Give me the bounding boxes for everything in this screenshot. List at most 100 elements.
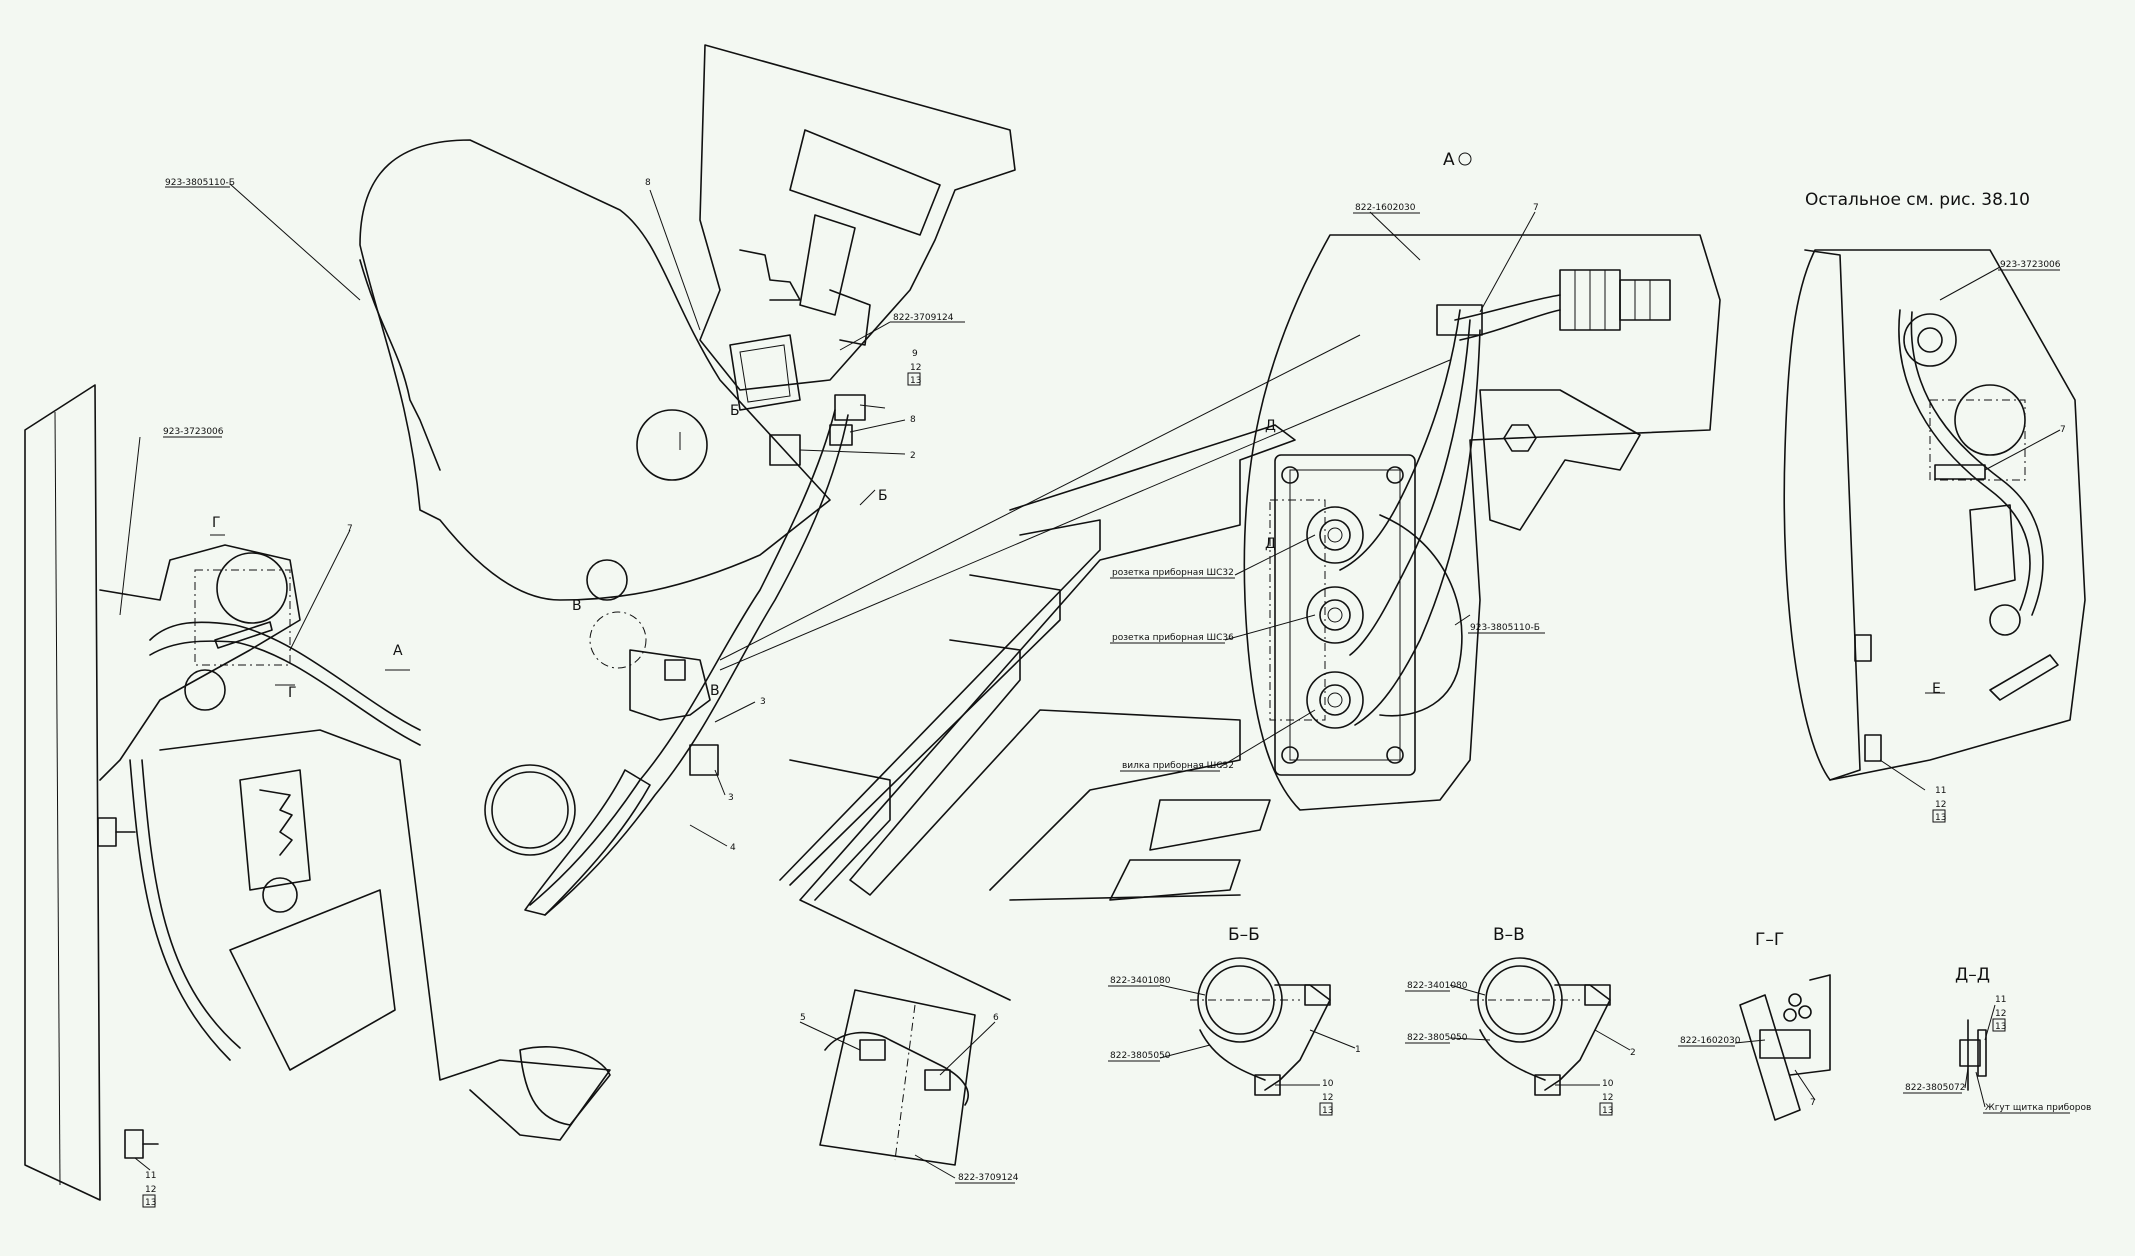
detail-56-band <box>824 1031 969 1106</box>
leader-923-3805110-top <box>229 183 361 301</box>
bolt-lower <box>124 1129 159 1159</box>
label-11-dd: 11 <box>1995 995 2006 1005</box>
harness-down-left <box>129 759 231 1061</box>
leader-5 <box>799 1021 861 1051</box>
plate-screw-tr <box>1386 466 1404 484</box>
label-7-gg: 7 <box>1810 1098 1816 1108</box>
harness-left-lower-2 <box>149 640 421 746</box>
clamp-3 <box>689 744 719 776</box>
section-vv-strap <box>1479 1029 1546 1081</box>
label-socket-shs36: розетка приборная ШС36 <box>1112 633 1234 643</box>
section-gg-wire-3 <box>1783 1008 1797 1022</box>
leader-11-dd <box>1984 1004 1996 1041</box>
label-7-viewa: 7 <box>1533 203 1539 213</box>
title-view-a: А <box>1443 150 1455 170</box>
section-vv <box>1449 957 1631 1096</box>
label-sec-g-upper: Г <box>212 515 221 531</box>
clamp-9 <box>834 394 866 421</box>
pedal-pad <box>519 1046 611 1126</box>
steering-base-inner <box>739 344 791 403</box>
right-view-outline <box>1783 249 2086 781</box>
right-view-ratchet <box>1969 504 2016 591</box>
leader-7-viewa <box>1479 211 1536 313</box>
label-12-bb: 12 <box>1322 1093 1333 1103</box>
label-2-vv: 2 <box>1630 1048 1636 1058</box>
leader-2-vv <box>1594 1029 1631 1051</box>
socket-plate <box>1274 454 1416 776</box>
label-12-right: 12 <box>1935 800 1946 810</box>
label-sec-a-left: А <box>393 643 403 659</box>
label-12-dd: 12 <box>1995 1009 2006 1019</box>
plate-screw-bl <box>1281 746 1299 764</box>
label-3: 3 <box>728 793 734 803</box>
leader-3-upper <box>714 701 756 723</box>
leader-822-3401080-bb <box>1159 984 1206 996</box>
right-view-pivot <box>1954 384 2026 456</box>
section-bb-bracket <box>1264 984 1331 1091</box>
label-923-3723006-right: 923-3723006 <box>2000 260 2061 270</box>
label-822-3401080-bb: 822-3401080 <box>1110 976 1171 986</box>
section-vv-bolt-top <box>1584 984 1611 1006</box>
right-view-grommet <box>1903 313 1957 367</box>
right-view-harness <box>1898 309 2031 611</box>
label-923-3805110-top: 923-3805110-Б <box>165 178 235 188</box>
hex-nut <box>1503 424 1537 452</box>
chevron-base <box>1009 894 1241 901</box>
label-822-3805050-bb: 822-3805050 <box>1110 1051 1171 1061</box>
title-section-dd: Д–Д <box>1955 965 1990 985</box>
view-a-rotate-icon <box>1458 152 1472 166</box>
leader-822-1602030-gg <box>1734 1039 1766 1044</box>
label-harness-shield: Жгут щитка приборов <box>1985 1103 2091 1113</box>
leader-harness-shield <box>1975 1071 1986 1108</box>
label-822-3805050-vv: 822-3805050 <box>1407 1033 1468 1043</box>
chevron-4 <box>849 639 1241 896</box>
section-gg <box>1734 974 1831 1121</box>
label-10-vv: 10 <box>1602 1079 1614 1089</box>
label-13-vv: 13 <box>1602 1106 1613 1116</box>
label-11-left: 11 <box>145 1171 156 1181</box>
harness-left-lower <box>149 621 421 731</box>
leader-plug-shs32 <box>1219 709 1316 768</box>
clamp-v <box>664 659 686 681</box>
label-923-3805110-viewa: 923-3805110-Б <box>1470 623 1540 633</box>
steering-column-shaft <box>799 214 856 316</box>
leader-822-3709124-detail <box>914 1154 956 1179</box>
harness-to-connector <box>1454 294 1561 321</box>
label-822-3401080-vv: 822-3401080 <box>1407 981 1468 991</box>
detail-circle-b <box>586 559 628 601</box>
lever-pin <box>262 877 298 913</box>
leader-2 <box>799 449 906 455</box>
label-sec-v-upper: В <box>572 598 582 614</box>
chevron-2 <box>779 519 1101 881</box>
bolt-right-lower <box>1864 734 1882 762</box>
label-822-1602030-gg: 822-1602030 <box>1680 1036 1741 1046</box>
label-13-dd: 13 <box>1995 1022 2006 1032</box>
harness-end-loop <box>524 769 651 916</box>
harness-column-main <box>529 409 836 906</box>
title-section-gg: Г–Г <box>1755 930 1784 950</box>
harness-loop-2 <box>1349 319 1471 656</box>
steering-base <box>729 334 801 411</box>
label-socket-shs32: розетка приборная ШС32 <box>1112 568 1234 578</box>
right-view-pin <box>1989 604 2021 636</box>
bolt-right-upper <box>1854 634 1872 662</box>
detail-56-axis <box>894 1004 916 1161</box>
label-sec-g-lower: Г <box>288 685 297 701</box>
label-11-right: 11 <box>1935 786 1946 796</box>
section-frame-e <box>1929 399 2026 481</box>
label-6: 6 <box>993 1013 999 1023</box>
label-12-vv: 12 <box>1602 1093 1613 1103</box>
ratchet-plate <box>239 769 311 891</box>
label-sec-v-lower: В <box>710 683 720 699</box>
side-frame-edge <box>54 411 61 1186</box>
bracket-lower <box>629 649 711 721</box>
leader-7-gg <box>1794 1069 1816 1101</box>
view-a-connector-panel <box>1219 211 1721 811</box>
leader-923-3723006-right <box>1939 266 2001 301</box>
section-bb-bolt-top <box>1304 984 1331 1006</box>
label-7-left: 7 <box>347 524 353 534</box>
label-923-3723006-left: 923-3723006 <box>163 427 224 437</box>
pivot-boss <box>216 552 288 624</box>
socket-shs36 <box>1306 586 1364 644</box>
